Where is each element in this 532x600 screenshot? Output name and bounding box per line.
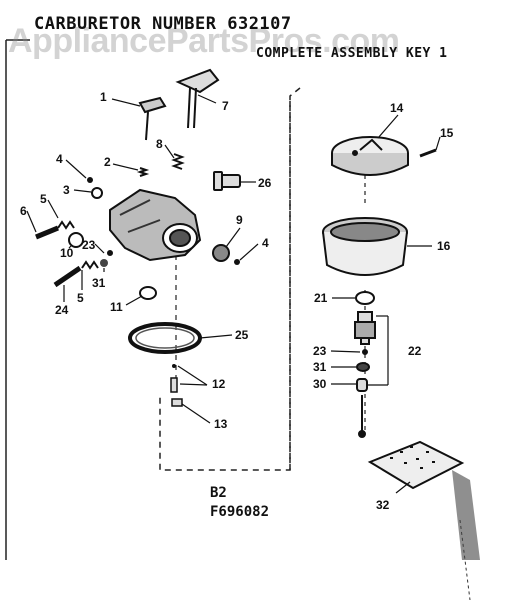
callout-8: 8 bbox=[156, 137, 163, 151]
callout-11: 11 bbox=[110, 300, 123, 314]
dashed-link-left bbox=[159, 87, 301, 471]
needle-valve-part bbox=[354, 311, 376, 438]
code-f696082: F696082 bbox=[210, 504, 270, 520]
bowl-cover-part bbox=[331, 136, 409, 176]
callout-1: 1 bbox=[100, 90, 107, 104]
callout-2: 2 bbox=[104, 155, 111, 169]
carburetor-body-part bbox=[109, 188, 202, 262]
callout-15: 15 bbox=[440, 126, 454, 140]
scan-smudge bbox=[452, 470, 480, 560]
code-b2: B2 bbox=[210, 485, 227, 501]
callout-5: 5 bbox=[40, 192, 47, 206]
diagram-title: CARBURETOR NUMBER 632107 bbox=[34, 14, 292, 34]
diagram-subtitle: COMPLETE ASSEMBLY KEY 1 bbox=[256, 46, 448, 61]
callout-25: 25 bbox=[235, 328, 249, 342]
pad-part bbox=[367, 440, 465, 490]
callout-4: 4 bbox=[56, 152, 63, 166]
callout-9: 9 bbox=[236, 213, 243, 227]
callout-22: 22 bbox=[408, 344, 422, 358]
callout-31: 31 bbox=[92, 276, 106, 290]
callout-12: 12 bbox=[212, 377, 226, 391]
callout-26: 26 bbox=[258, 176, 272, 190]
callout-14: 14 bbox=[390, 101, 404, 115]
callout-16: 16 bbox=[437, 239, 451, 253]
callout-32: 32 bbox=[376, 498, 390, 512]
watermark: AppliancePartsPros.com bbox=[8, 22, 400, 60]
callout-21: 21 bbox=[314, 291, 328, 305]
fuel-fitting-part bbox=[213, 171, 241, 191]
throttle-shaft-part bbox=[175, 68, 220, 129]
spring-part bbox=[171, 153, 185, 170]
float-bowl-part bbox=[322, 217, 408, 276]
callout-7: 7 bbox=[222, 99, 229, 113]
callout-24: 24 bbox=[55, 303, 69, 317]
callout-30: 30 bbox=[313, 377, 327, 391]
callout-23b: 23 bbox=[313, 344, 327, 358]
callout-13: 13 bbox=[214, 417, 228, 431]
choke-part bbox=[138, 96, 167, 141]
callout-31b: 31 bbox=[313, 360, 327, 374]
callout-6: 6 bbox=[20, 204, 27, 218]
callout-10: 10 bbox=[60, 246, 74, 260]
callout-4b: 4 bbox=[262, 236, 269, 250]
callout-3: 3 bbox=[63, 183, 70, 197]
callout-5b: 5 bbox=[77, 291, 84, 305]
callout-23: 23 bbox=[82, 238, 96, 252]
